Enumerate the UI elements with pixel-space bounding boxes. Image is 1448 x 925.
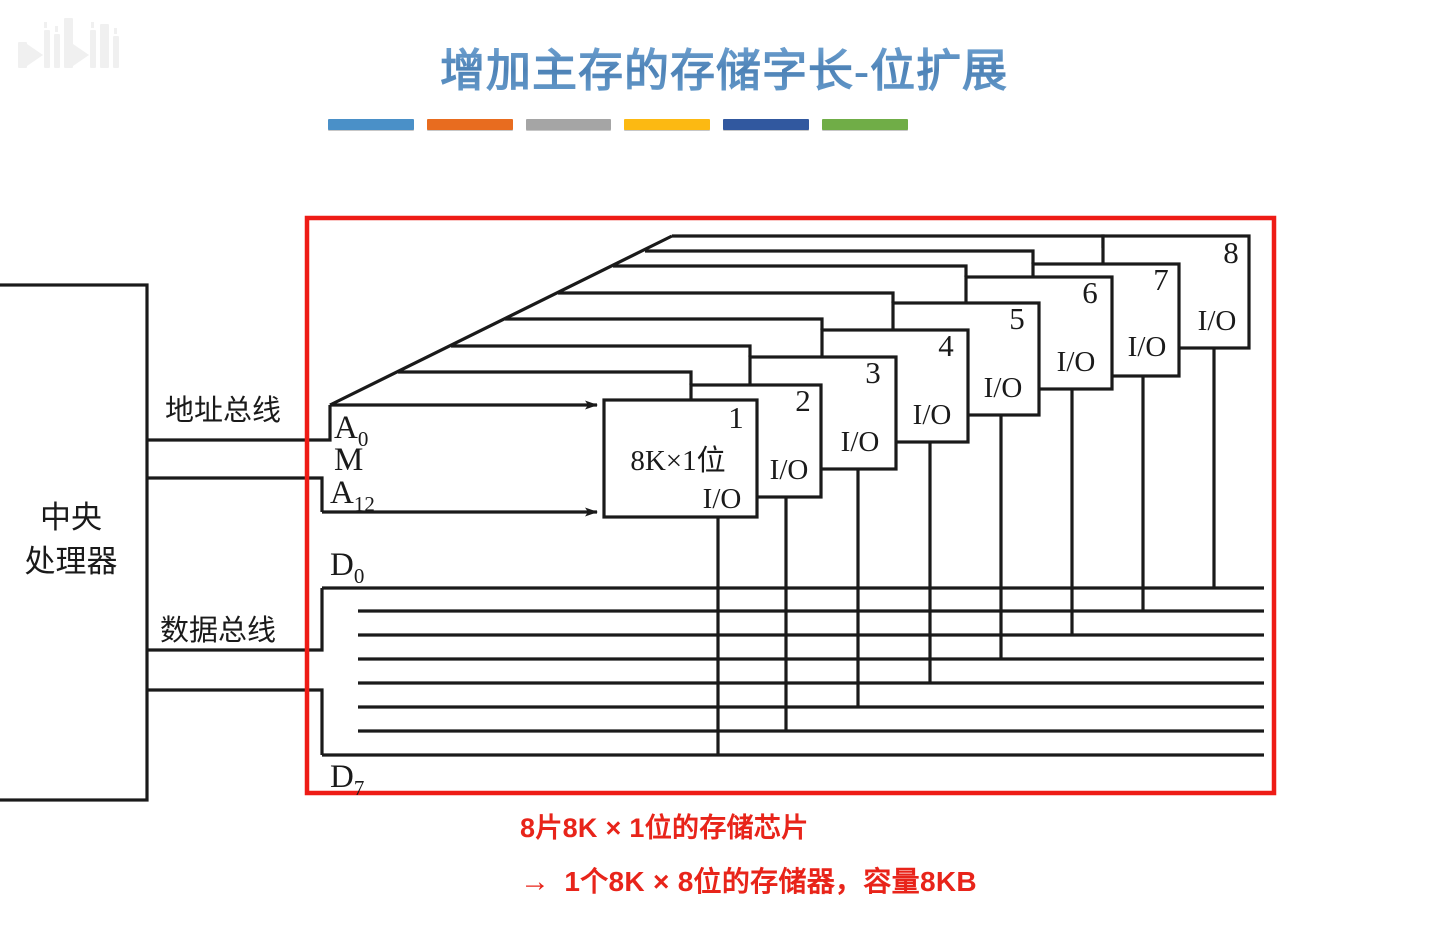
addr-branch-chip3 bbox=[451, 344, 752, 357]
data-d0-label: D0 bbox=[330, 547, 364, 588]
address-bus-label: 地址总线 bbox=[165, 394, 281, 427]
addr-branch-chip8 bbox=[672, 234, 1105, 248]
data-bus-lower-wire bbox=[147, 688, 324, 755]
chip-8-number: 8 bbox=[1223, 235, 1239, 270]
caption-line-2-text: 1个8K × 8位的存储器，容量8KB bbox=[564, 866, 977, 898]
chip-6-io: I/O bbox=[1057, 346, 1096, 378]
chip-4-io: I/O bbox=[913, 399, 952, 431]
accent-bar-navy bbox=[723, 119, 810, 130]
addr-branch-chip6 bbox=[613, 264, 968, 277]
right-arrow-icon: → bbox=[520, 865, 551, 899]
chip-8-io: I/O bbox=[1198, 305, 1237, 337]
chip-1-spec: 8K×1位 bbox=[630, 444, 725, 477]
chip-7-io: I/O bbox=[1128, 331, 1167, 363]
chip-3-number: 3 bbox=[865, 355, 881, 390]
caption-line-2: → 1个8K × 8位的存储器，容量8KB bbox=[520, 859, 1380, 905]
bilibili-logo-icon bbox=[18, 18, 119, 68]
addr-branch-chip2 bbox=[398, 370, 693, 385]
chip-1-number: 1 bbox=[728, 400, 744, 435]
addr-branch-chip5 bbox=[558, 291, 895, 303]
data-bus-upper-wire bbox=[147, 588, 324, 652]
address-bus-lower-wire bbox=[147, 476, 324, 512]
page-title: 增加主存的存储字长-位扩展 bbox=[0, 34, 1448, 99]
accent-bar-gray bbox=[525, 119, 612, 130]
chip-5-number: 5 bbox=[1009, 301, 1025, 336]
data-d7-label: D7 bbox=[330, 759, 364, 800]
accent-bar-orange bbox=[426, 119, 513, 130]
chip-box-1 bbox=[602, 398, 759, 519]
chip-2-number: 2 bbox=[795, 383, 811, 418]
addr-branch-chip7 bbox=[645, 249, 1035, 264]
chip-3-io: I/O bbox=[841, 426, 880, 458]
accent-bar-group bbox=[328, 119, 908, 133]
red-highlight-border bbox=[304, 215, 1277, 796]
addr-a0-label: A0 bbox=[334, 410, 368, 451]
data-bus-label: 数据总线 bbox=[160, 614, 276, 647]
addr-m-label: M bbox=[334, 442, 363, 478]
caption-line-1: 8片8K × 1位的存储芯片 bbox=[520, 813, 809, 843]
addr-diagonal-spine bbox=[329, 234, 673, 407]
accent-bar-green bbox=[822, 119, 908, 130]
chip-5-io: I/O bbox=[984, 372, 1023, 404]
addr-a12-label: A12 bbox=[330, 475, 375, 516]
cpu-box bbox=[0, 283, 149, 802]
addr-branch-chip4 bbox=[505, 317, 824, 330]
caption-block: 8片8K × 1位的存储芯片 → 1个8K × 8位的存储器，容量8KB bbox=[520, 808, 1380, 905]
chip-1-io: I/O bbox=[703, 483, 742, 515]
chip-4-number: 4 bbox=[938, 328, 954, 363]
address-bus-upper-wire bbox=[147, 405, 332, 442]
accent-bar-yellow bbox=[624, 119, 711, 130]
chip-2-io: I/O bbox=[770, 454, 809, 486]
chip-7-number: 7 bbox=[1153, 262, 1169, 297]
accent-bar-blue bbox=[328, 119, 414, 130]
chip-6-number: 6 bbox=[1082, 275, 1098, 310]
cpu-label-line1: 中央 bbox=[40, 500, 102, 535]
cpu-label-line2: 处理器 bbox=[25, 544, 118, 579]
